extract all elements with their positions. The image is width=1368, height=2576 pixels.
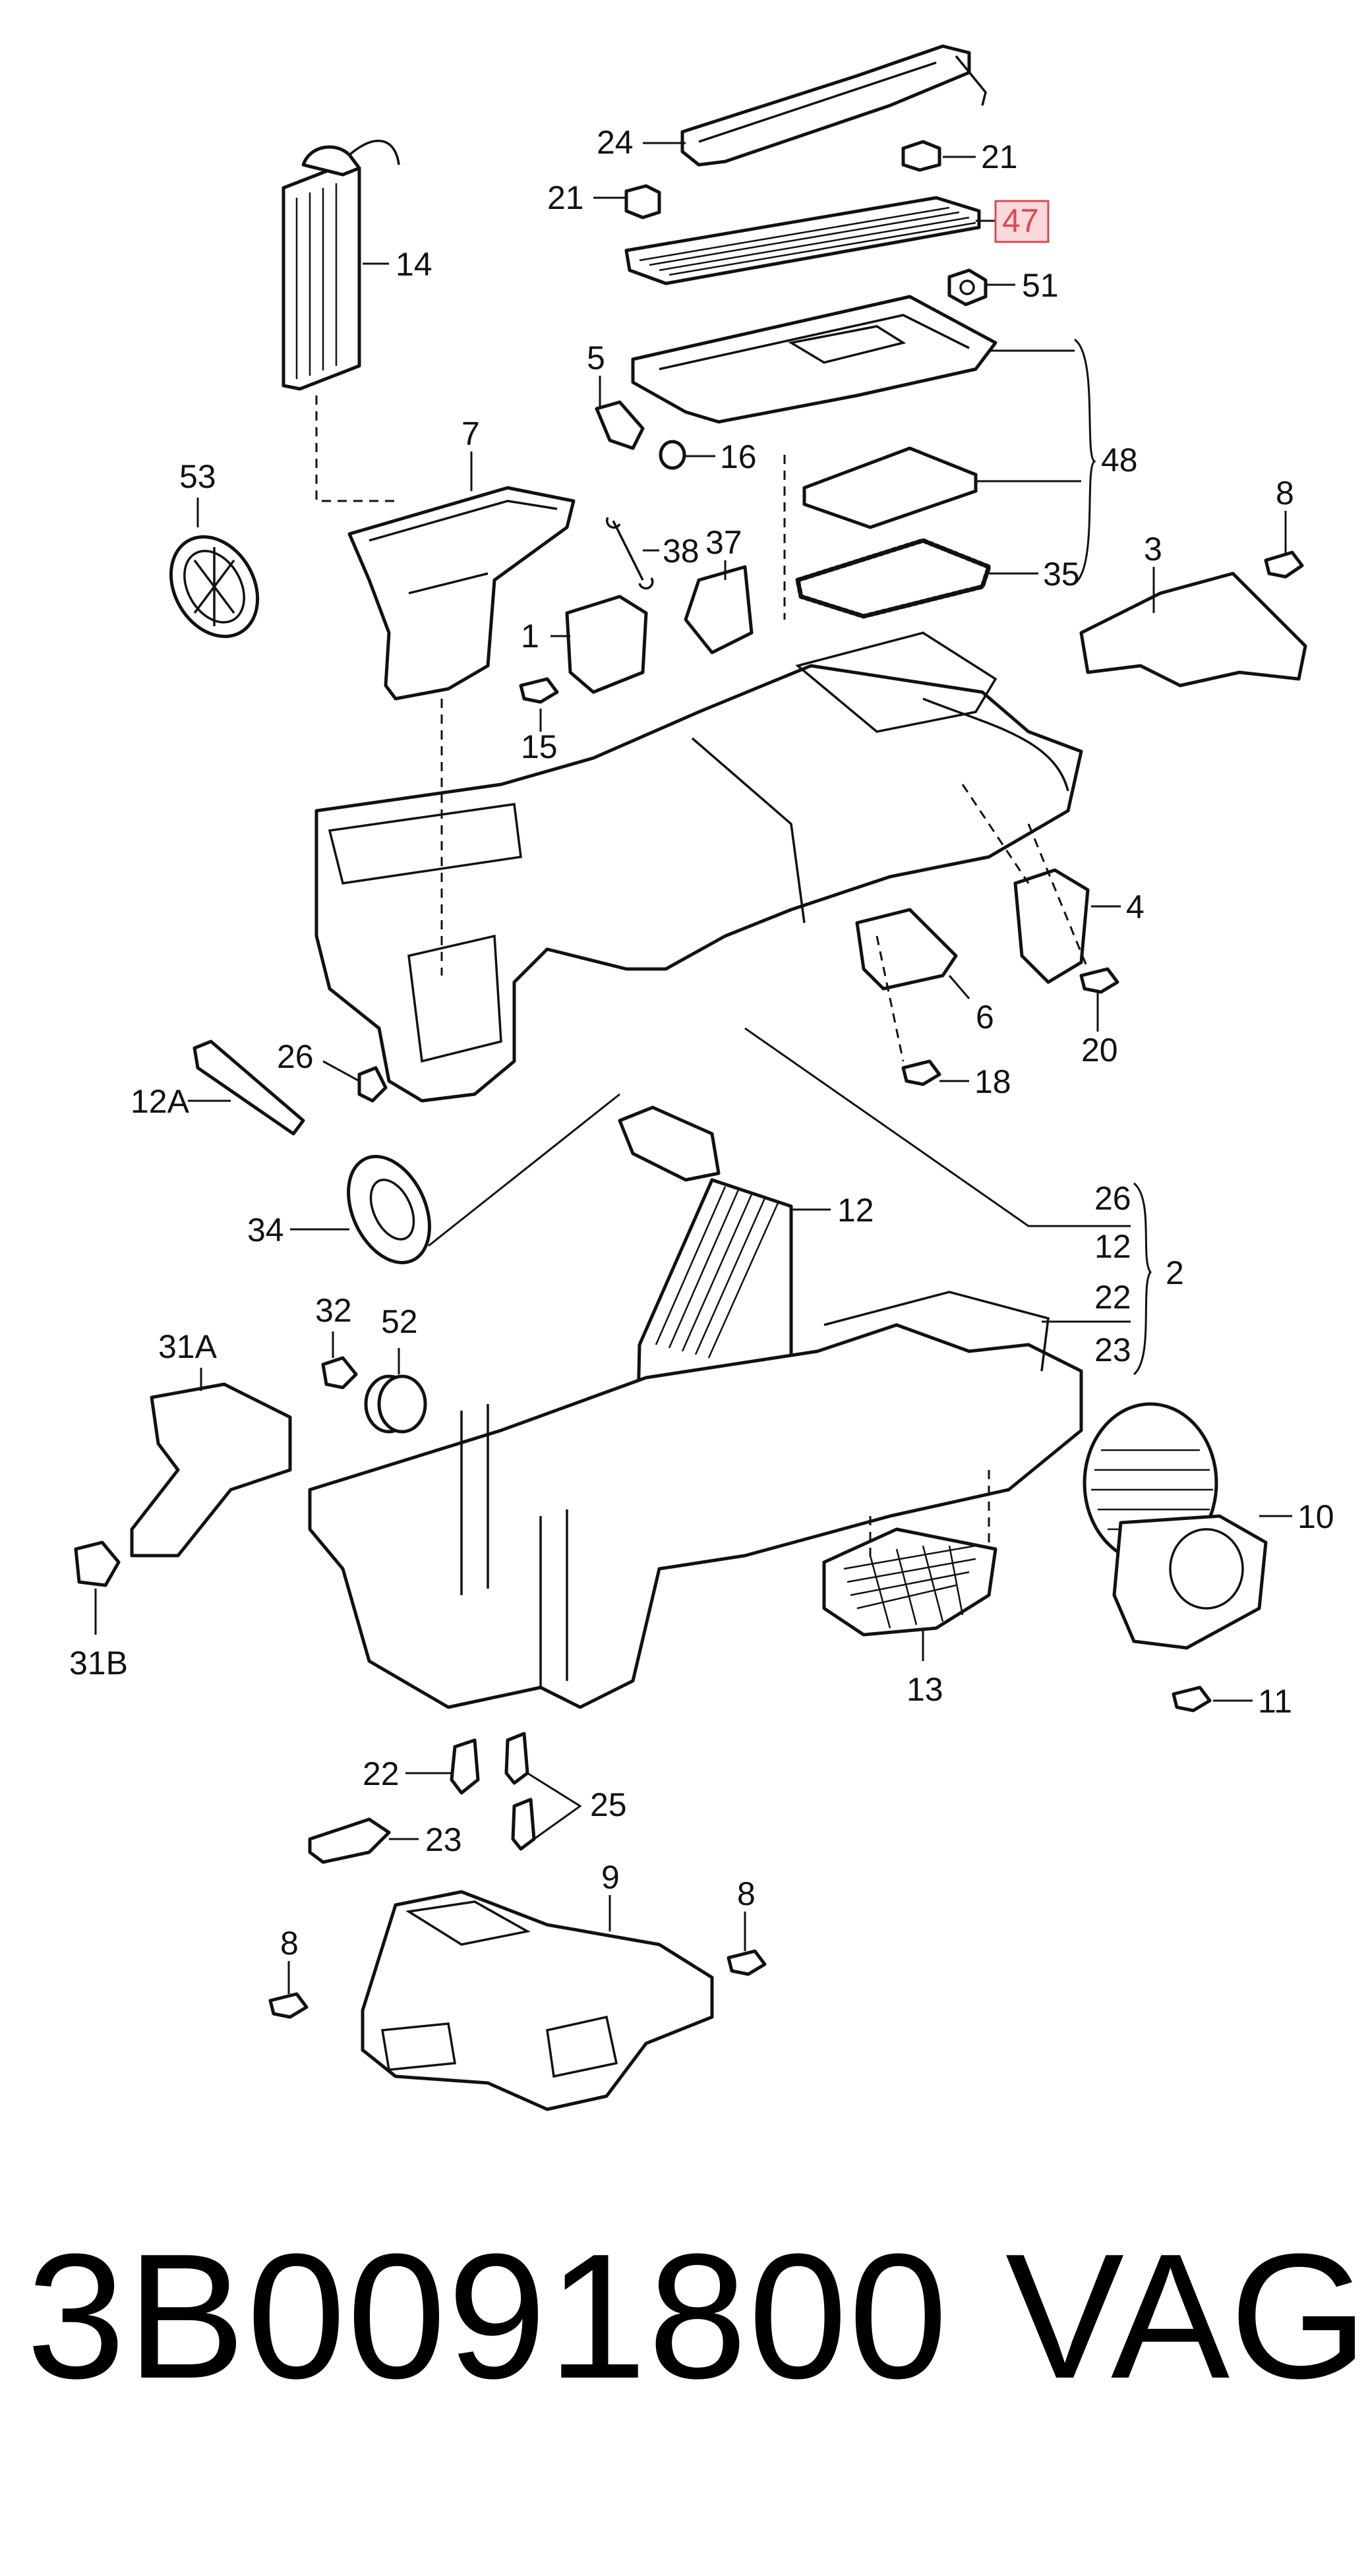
part-2-main-housing xyxy=(314,631,1083,1103)
label-3: 3 xyxy=(1144,531,1162,568)
part-20-screw xyxy=(1079,967,1119,994)
label-35: 35 xyxy=(1043,556,1080,593)
label-34: 34 xyxy=(247,1212,284,1248)
part-7-air-duct xyxy=(347,486,576,701)
leader-lines xyxy=(94,142,1292,1994)
label-37: 37 xyxy=(705,524,742,561)
lower-housing xyxy=(308,1291,1083,1709)
part-16-o-ring xyxy=(659,440,686,470)
label-51: 51 xyxy=(1022,267,1059,304)
part-32-plug xyxy=(321,1356,358,1390)
part-35-gasket xyxy=(795,538,992,619)
part-48-filter-housing xyxy=(631,295,997,424)
part-15-screw xyxy=(519,677,559,704)
label-2-group-26: 26 xyxy=(1094,1180,1131,1217)
part-10-blower-motor xyxy=(1083,1402,1268,1650)
label-7: 7 xyxy=(461,415,480,452)
label-23: 23 xyxy=(425,1821,462,1858)
label-25: 25 xyxy=(590,1786,627,1823)
label-21-right: 21 xyxy=(981,138,1018,175)
label-31B: 31B xyxy=(69,1645,128,1682)
label-9: 9 xyxy=(601,1859,620,1896)
part-31A-valve xyxy=(130,1382,292,1558)
label-38: 38 xyxy=(663,533,699,570)
part-37-holder xyxy=(684,565,754,655)
part-12A-sensor xyxy=(193,1039,305,1136)
label-5: 5 xyxy=(587,339,605,376)
part-47-pollen-filter xyxy=(624,196,981,285)
label-21-left: 21 xyxy=(547,179,584,216)
part-38-bracket xyxy=(605,517,654,590)
part-21-clip-left xyxy=(624,184,661,220)
part-6-bracket xyxy=(855,908,958,991)
part-25-clip-a xyxy=(504,1732,529,1785)
part-14-heater-core xyxy=(282,139,400,391)
label-31A: 31A xyxy=(158,1328,218,1365)
part-23-flap xyxy=(308,1817,391,1864)
label-13: 13 xyxy=(907,1671,943,1708)
part-8-screw-left xyxy=(268,1992,309,2019)
part-11-screw xyxy=(1172,1685,1212,1712)
part-48-seal-frame xyxy=(802,446,978,529)
label-18: 18 xyxy=(974,1063,1011,1100)
part-9-footwell-duct xyxy=(361,1890,714,2111)
part-52-damper xyxy=(364,1374,427,1434)
label-14: 14 xyxy=(396,246,432,283)
part-18-screw xyxy=(901,1059,941,1086)
label-11: 11 xyxy=(1258,1683,1292,1720)
part-25-clip-b xyxy=(511,1798,536,1851)
label-2-group-23: 23 xyxy=(1094,1332,1131,1368)
part-51-nut xyxy=(947,268,988,307)
guide-lines xyxy=(315,395,1089,1562)
label-12A: 12A xyxy=(131,1083,190,1120)
label-8-left: 8 xyxy=(280,1925,299,1962)
part-4-actuator xyxy=(1013,868,1090,984)
part-26-clip xyxy=(357,1066,388,1103)
part-8-screw-right xyxy=(727,1949,767,1976)
part-number: 3B0091800 xyxy=(26,2217,949,2416)
part-53-grommet xyxy=(169,535,260,638)
part-21-clip-right xyxy=(901,140,941,172)
label-6: 6 xyxy=(976,999,994,1036)
label-48: 48 xyxy=(1101,442,1138,479)
label-22: 22 xyxy=(363,1755,400,1792)
callout-labels: 24 21 21 47 14 51 5 16 48 7 53 38 37 8 3… xyxy=(69,124,1334,1962)
label-8-right: 8 xyxy=(737,1875,756,1912)
label-32: 32 xyxy=(315,1292,352,1329)
label-1: 1 xyxy=(521,618,539,655)
part-22-valve xyxy=(450,1738,480,1795)
label-4: 4 xyxy=(1126,889,1145,925)
label-53: 53 xyxy=(179,458,216,495)
part-1-control-unit xyxy=(565,595,648,694)
label-24: 24 xyxy=(597,124,634,161)
label-15: 15 xyxy=(521,728,558,765)
label-47: 47 xyxy=(1002,202,1039,239)
label-12: 12 xyxy=(837,1192,874,1229)
label-2-group-22: 22 xyxy=(1094,1279,1131,1316)
label-8-top: 8 xyxy=(1276,475,1294,512)
label-16: 16 xyxy=(720,438,757,475)
part-8-screw-top xyxy=(1264,550,1304,579)
label-2-group-12: 12 xyxy=(1094,1228,1131,1265)
part-13-grille xyxy=(822,1527,997,1637)
label-20: 20 xyxy=(1081,1032,1118,1068)
label-26-clip: 26 xyxy=(277,1038,314,1075)
part-24-cover-strip xyxy=(680,44,987,167)
label-10: 10 xyxy=(1297,1498,1334,1535)
brand-name: VAG xyxy=(1005,2217,1368,2416)
part-3-bracket xyxy=(1079,571,1307,688)
part-31B-cap xyxy=(74,1540,121,1587)
label-2: 2 xyxy=(1166,1254,1184,1291)
highlight-box-47 xyxy=(994,200,1050,243)
part-5-sensor xyxy=(595,400,645,450)
part-34-gasket xyxy=(347,1155,431,1264)
label-52: 52 xyxy=(381,1303,418,1340)
